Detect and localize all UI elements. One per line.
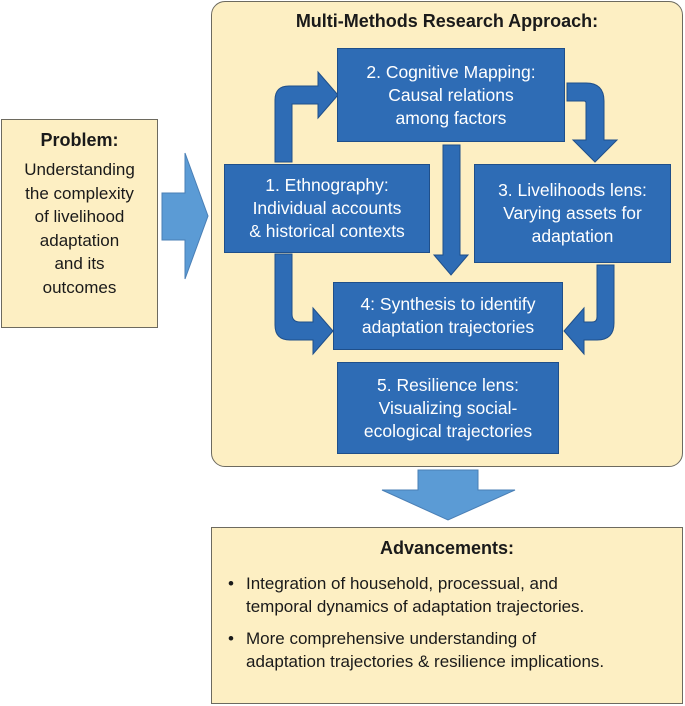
box-line: 3. Livelihoods lens:	[498, 180, 647, 200]
livelihoods-lens-box: 3. Livelihoods lens: Varying assets for …	[474, 164, 671, 263]
problem-line: Understanding	[24, 160, 135, 179]
box-line: Varying assets for	[503, 203, 642, 223]
advancement-item: More comprehensive understanding of adap…	[228, 627, 604, 673]
ethnography-box: 1. Ethnography: Individual accounts & hi…	[224, 164, 430, 253]
problem-description: Understanding the complexity of liveliho…	[2, 158, 157, 299]
box-line: adaptation	[531, 226, 614, 246]
approach-to-advancements-arrow	[381, 469, 516, 521]
problem-line: outcomes	[42, 277, 117, 297]
advancement-line: More comprehensive understanding of	[246, 629, 537, 648]
problem-to-approach-arrow	[161, 152, 209, 280]
advancement-item: Integration of household, processual, an…	[228, 572, 604, 618]
advancement-line: Integration of household, processual, an…	[246, 574, 558, 593]
mapping-to-synthesis-arrow	[432, 144, 470, 276]
box-line: 5. Resilience lens:	[376, 374, 520, 395]
mapping-to-livelihoods-arrow	[566, 82, 619, 163]
box-line: Visualizing social-	[378, 397, 518, 418]
box-line: Individual accounts	[252, 198, 402, 218]
problem-title: Problem:	[40, 130, 119, 150]
box-line: 1. Ethnography:	[265, 175, 389, 195]
box-line: 4: Synthesis to identify	[360, 294, 536, 314]
problem-line: and its	[54, 254, 105, 273]
ethnography-to-synthesis-arrow	[274, 253, 334, 356]
box-line: ecological trajectories	[363, 420, 533, 441]
problem-panel: Problem: Understanding the complexity of…	[1, 119, 158, 328]
problem-line: of livelihood	[34, 207, 125, 226]
box-line: adaptation trajectories	[361, 317, 535, 337]
box-line: Causal relations	[388, 84, 514, 105]
box-line: among factors	[395, 107, 507, 128]
box-line: & historical contexts	[249, 221, 405, 241]
synthesis-box: 4: Synthesis to identify adaptation traj…	[333, 282, 563, 350]
problem-line: the complexity	[25, 183, 134, 203]
approach-title: Multi-Methods Research Approach:	[295, 11, 599, 31]
advancement-line: adaptation trajectories & resilience imp…	[246, 652, 605, 671]
advancements-title: Advancements:	[379, 538, 515, 558]
advancement-line: temporal dynamics of adaptation trajecto…	[246, 597, 585, 616]
resilience-lens-box: 5. Resilience lens: Visualizing social- …	[337, 362, 559, 454]
livelihoods-to-synthesis-arrow	[563, 264, 615, 356]
cognitive-mapping-box: 2. Cognitive Mapping: Causal relations a…	[337, 48, 565, 142]
box-line: 2. Cognitive Mapping:	[366, 61, 536, 82]
advancements-list: Integration of household, processual, an…	[228, 572, 604, 682]
ethnography-to-mapping-arrow	[274, 70, 339, 163]
problem-line: adaptation	[39, 230, 120, 250]
advancements-panel: Advancements: Integration of household, …	[211, 527, 683, 704]
